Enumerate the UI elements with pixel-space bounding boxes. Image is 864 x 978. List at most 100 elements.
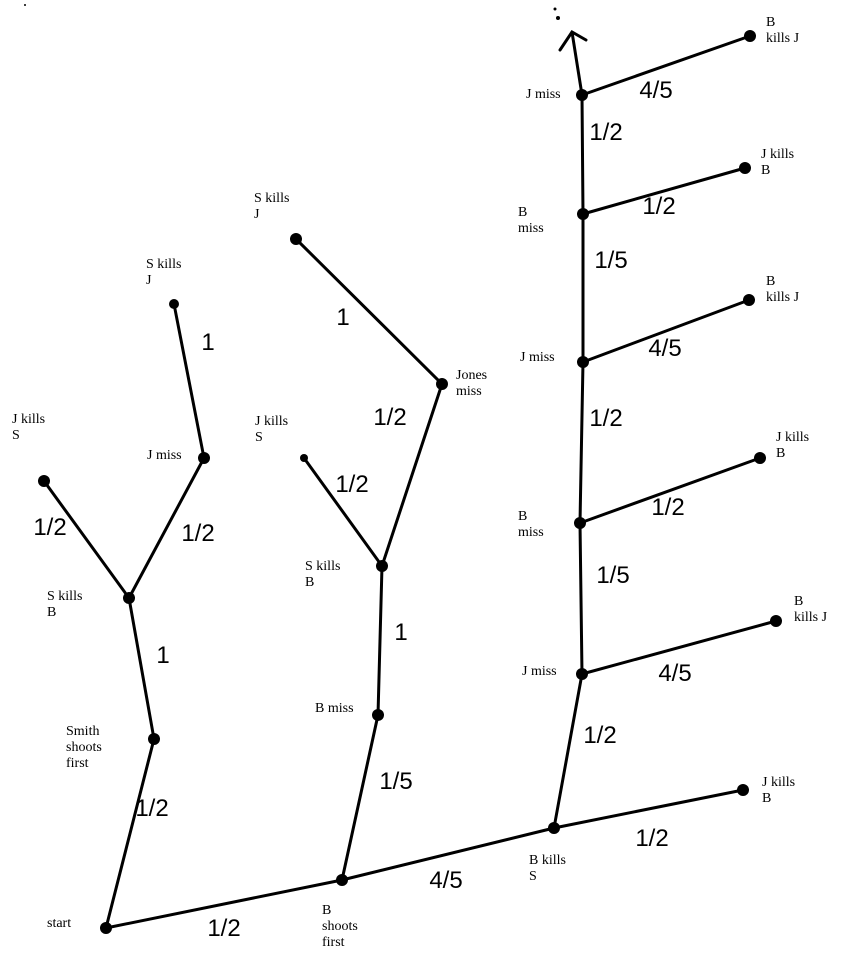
tree-node-b-miss-1 <box>372 709 384 721</box>
tree-edge-bks-jmiss <box>552 672 584 830</box>
probability-label: 1/5 <box>594 247 627 274</box>
tree-edge-b-bmiss <box>340 713 380 882</box>
probability-label: 1 <box>394 619 407 646</box>
node-label-j-miss-3: J miss <box>520 350 555 365</box>
tree-edge-jmiss4-bkj <box>580 34 752 97</box>
probability-label: 4/5 <box>639 77 672 104</box>
tree-node-b-kills-j-3 <box>744 30 756 42</box>
tree-edge-jmiss-skj <box>172 302 206 460</box>
node-label-b-miss-1: B miss <box>315 701 354 716</box>
probability-label: 1/5 <box>379 768 412 795</box>
probability-label: 1/2 <box>635 825 668 852</box>
tree-edge-smith-skb <box>127 596 156 741</box>
probability-label: 1 <box>156 642 169 669</box>
corner-dot <box>24 4 26 6</box>
tree-edges <box>42 34 778 930</box>
tree-node-j-kills-s-2 <box>300 454 308 462</box>
tree-edge-jonesmiss-skj <box>294 237 444 386</box>
probability-label: 1/2 <box>181 520 214 547</box>
node-label-j-miss-4: J miss <box>526 87 561 102</box>
tree-edge-bmiss3-jmiss <box>580 93 585 216</box>
continuation-arrow-icon <box>558 30 588 97</box>
tree-edge-skb2-jonesmiss <box>380 382 444 568</box>
probability-label: 1/2 <box>207 915 240 942</box>
probability-label: 1/2 <box>135 795 168 822</box>
probability-label: 4/5 <box>429 867 462 894</box>
tree-edge-jmiss3-bkj <box>581 298 751 364</box>
tree-node-b-kills-j-2 <box>743 294 755 306</box>
tree-node-start <box>100 922 112 934</box>
probability-label: 1/2 <box>642 193 675 220</box>
tree-edge-jmiss2-bkj <box>580 619 778 676</box>
probability-label: 1/5 <box>596 562 629 589</box>
tree-edge-bks-jkb <box>552 788 745 830</box>
probability-label: 4/5 <box>648 335 681 362</box>
probability-label: 1 <box>201 329 214 356</box>
tree-nodes <box>38 30 782 934</box>
tree-node-s-kills-b-1 <box>123 592 135 604</box>
tree-node-s-kills-b-2 <box>376 560 388 572</box>
probability-labels: 1/2 1/2 1 1/2 1/2 1 1/5 4/5 1 1/2 1/2 1 1/2 1/2 4/5 1/5… <box>33 77 691 942</box>
tree-node-jones-miss <box>436 378 448 390</box>
tree-edge-jmiss2-bmiss <box>578 521 584 676</box>
tree-edge-skb-jks <box>42 479 131 600</box>
probability-label: 1/2 <box>589 119 622 146</box>
tree-node-j-kills-b-3 <box>739 162 751 174</box>
probability-label: 4/5 <box>658 660 691 687</box>
node-label-j-miss-1: J miss <box>147 448 182 463</box>
probability-label: 1/2 <box>589 405 622 432</box>
tree-edge-skb2-jks <box>302 456 384 568</box>
probability-label: 1/2 <box>33 514 66 541</box>
continuation-dot <box>556 16 560 20</box>
node-label-start: start <box>47 916 71 931</box>
tree-node-b-kills-s <box>548 822 560 834</box>
tree-edge-b-bks <box>340 826 556 882</box>
tree-edge-start-b <box>104 878 344 930</box>
tree-edge-skb-jmiss <box>127 456 206 600</box>
tree-node-s-kills-j-2 <box>290 233 302 245</box>
tree-node-smith-first <box>148 733 160 745</box>
tree-node-j-kills-b-2 <box>754 452 766 464</box>
tree-edge-bmiss-skb <box>376 564 384 717</box>
probability-label: 1/2 <box>583 722 616 749</box>
probability-label: 1/2 <box>651 494 684 521</box>
tree-node-b-first <box>336 874 348 886</box>
continuation-dot <box>553 7 557 11</box>
tree-node-j-miss-1 <box>198 452 210 464</box>
tree-node-b-kills-j-1 <box>770 615 782 627</box>
tree-edge-bmiss2-jmiss <box>578 360 585 525</box>
tree-node-j-miss-2 <box>576 668 588 680</box>
probability-label: 1/2 <box>373 404 406 431</box>
tree-node-b-miss-3 <box>577 208 589 220</box>
tree-edge-bmiss3-jkb <box>581 166 747 216</box>
node-label-j-miss-2: J miss <box>522 664 557 679</box>
tree-node-s-kills-j-1 <box>169 299 179 309</box>
tree-node-j-miss-3 <box>577 356 589 368</box>
tree-edge-start-smith <box>104 737 156 930</box>
probability-label: 1 <box>336 304 349 331</box>
tree-edge-bmiss2-jkb <box>578 456 762 525</box>
tree-node-b-miss-2 <box>574 517 586 529</box>
tree-node-j-kills-b-1 <box>737 784 749 796</box>
probability-label: 1/2 <box>335 471 368 498</box>
